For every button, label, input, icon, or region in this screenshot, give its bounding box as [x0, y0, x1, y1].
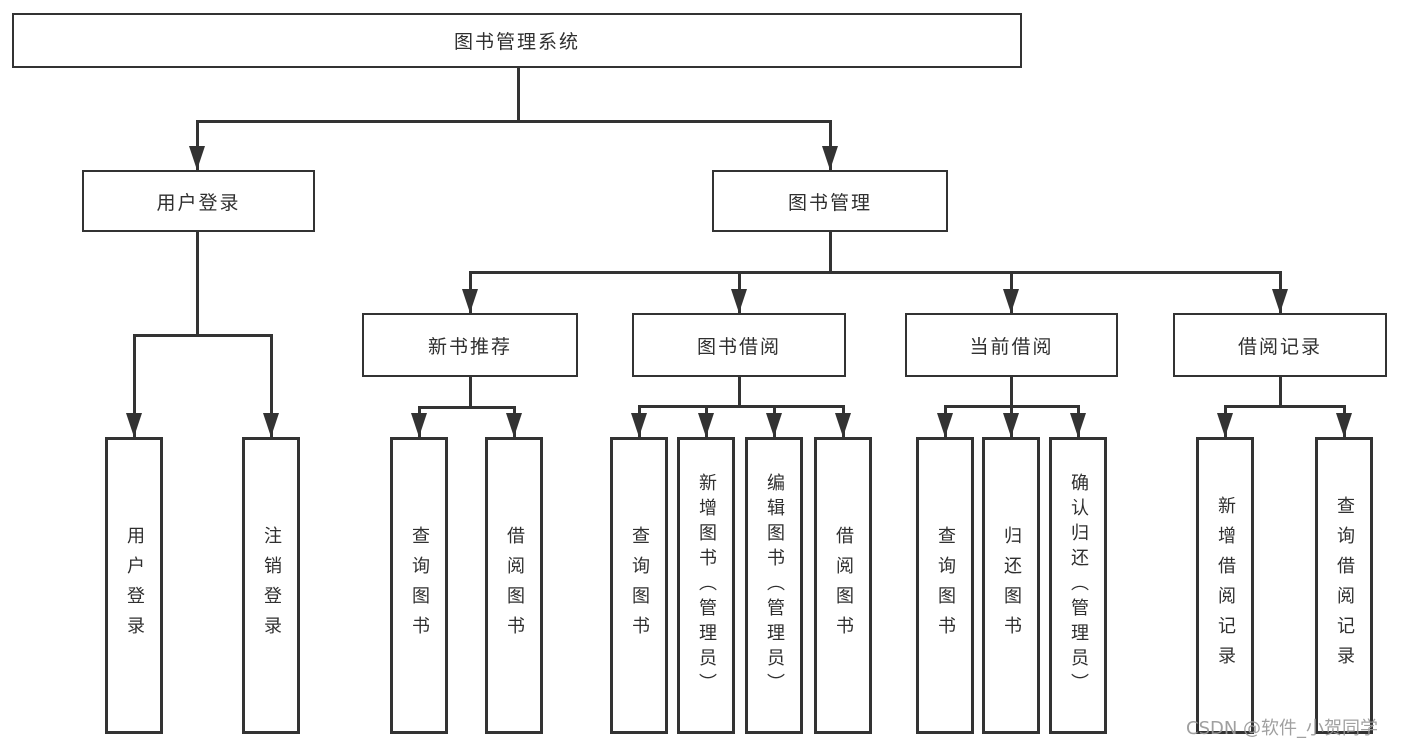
leaf-return-book-label: 归还图书 [1001, 525, 1022, 646]
connector-borrow-stem [738, 377, 741, 408]
node-root-label: 图书管理系统 [453, 31, 580, 53]
arrowhead-borrow-leaf4 [835, 413, 851, 437]
leaf-query-books-current-label: 查询图书 [935, 525, 956, 646]
leaf-logout-label: 注销登录 [261, 525, 282, 646]
leaf-confirm-return-admin: 确认归还（管理员） [1049, 437, 1107, 734]
connector-current-stem [1010, 377, 1013, 408]
leaf-borrow-books-borrow-label: 借阅图书 [833, 525, 854, 646]
node-current-borrow-label: 当前借阅 [969, 335, 1054, 358]
connector-borrow-span [638, 405, 844, 408]
leaf-borrow-books-borrow: 借阅图书 [814, 437, 872, 734]
arrowhead-current-leaf3 [1070, 413, 1086, 437]
leaf-add-book-admin-label: 新增图书（管理员） [696, 473, 717, 698]
leaf-query-books-newrec-label: 查询图书 [409, 525, 430, 646]
connector-user-span [133, 334, 272, 337]
leaf-query-books-borrow: 查询图书 [610, 437, 668, 734]
arrowhead-records [1272, 289, 1288, 313]
node-book-borrow-label: 图书借阅 [696, 335, 781, 358]
connector-records-span [1224, 405, 1345, 408]
arrowhead-borrow-leaf2 [698, 413, 714, 437]
connector-root-stem [517, 66, 520, 122]
arrowhead-user-leaf1 [126, 413, 142, 437]
node-user-login-label: 用户登录 [156, 191, 241, 214]
arrowhead-bookmgmt [822, 146, 838, 170]
leaf-query-books-borrow-label: 查询图书 [629, 525, 650, 646]
connector-newrec-stem [469, 377, 472, 409]
csdn-watermark: CSDN @软件_小贺同学 [1186, 718, 1379, 739]
node-new-book-rec-label: 新书推荐 [427, 335, 512, 358]
arrowhead-newrec [462, 289, 478, 313]
connector-userlogin-drop [196, 120, 199, 170]
leaf-return-book: 归还图书 [982, 437, 1040, 734]
arrowhead-borrow-leaf1 [631, 413, 647, 437]
connector-bookmgmt-drop [829, 120, 832, 170]
arrowhead-newrec-leaf2 [506, 413, 522, 437]
connector-user-leaf1-drop [133, 334, 136, 437]
leaf-query-books-current: 查询图书 [916, 437, 974, 734]
node-borrow-records: 借阅记录 [1173, 313, 1387, 377]
leaf-logout: 注销登录 [242, 437, 300, 734]
connector-mgmt-stem [829, 232, 832, 273]
arrowhead-records-leaf1 [1217, 413, 1233, 437]
leaf-borrow-books-newrec-label: 借阅图书 [504, 525, 525, 646]
leaf-add-book-admin: 新增图书（管理员） [677, 437, 735, 734]
leaf-add-borrow-record: 新增借阅记录 [1196, 437, 1254, 734]
connector-mgmt-span [469, 271, 1281, 274]
arrowhead-newrec-leaf1 [411, 413, 427, 437]
node-root: 图书管理系统 [12, 13, 1022, 68]
leaf-user-login: 用户登录 [105, 437, 163, 734]
connector-root-span [196, 120, 831, 123]
node-book-borrow: 图书借阅 [632, 313, 846, 377]
leaf-borrow-books-newrec: 借阅图书 [485, 437, 543, 734]
node-book-mgmt-label: 图书管理 [787, 191, 872, 214]
node-borrow-records-label: 借阅记录 [1237, 335, 1322, 358]
connector-newrec-span [418, 406, 516, 409]
leaf-query-books-newrec: 查询图书 [390, 437, 448, 734]
arrowhead-current-leaf2 [1003, 413, 1019, 437]
arrowhead-borrow-leaf3 [766, 413, 782, 437]
arrowhead-current [1003, 289, 1019, 313]
leaf-confirm-return-admin-label: 确认归还（管理员） [1068, 473, 1089, 698]
connector-records-stem [1279, 376, 1282, 408]
arrowhead-user-leaf2 [263, 413, 279, 437]
arrowhead-records-leaf2 [1336, 413, 1352, 437]
node-new-book-rec: 新书推荐 [362, 313, 578, 377]
arrowhead-userlogin [189, 146, 205, 170]
arrowhead-borrow [731, 289, 747, 313]
leaf-query-borrow-record-label: 查询借阅记录 [1334, 495, 1355, 676]
node-user-login: 用户登录 [82, 170, 315, 232]
leaf-add-borrow-record-label: 新增借阅记录 [1215, 495, 1236, 676]
leaf-query-borrow-record: 查询借阅记录 [1315, 437, 1373, 734]
leaf-edit-book-admin: 编辑图书（管理员） [745, 437, 803, 734]
connector-user-leaf2-drop [270, 334, 273, 437]
node-book-mgmt: 图书管理 [712, 170, 948, 232]
leaf-user-login-label: 用户登录 [124, 525, 145, 646]
connector-user-stem [196, 232, 199, 336]
arrowhead-current-leaf1 [937, 413, 953, 437]
leaf-edit-book-admin-label: 编辑图书（管理员） [764, 473, 785, 698]
node-current-borrow: 当前借阅 [905, 313, 1118, 377]
